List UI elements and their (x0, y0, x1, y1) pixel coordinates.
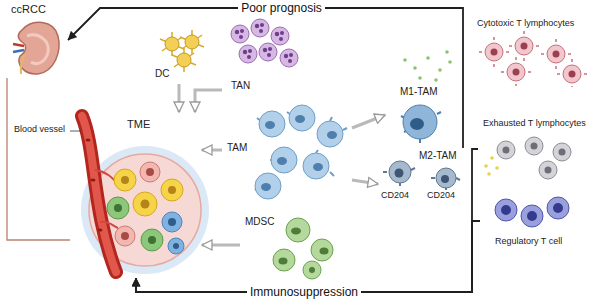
part-label: Blood vessel (13, 124, 66, 135)
cell-group: ccRCC (4, 2, 68, 78)
cell-group: M2-TAM CD204 CD204 (378, 148, 468, 220)
marker-label: CD204 (426, 190, 456, 201)
m1-macrophage-illustration (401, 105, 441, 143)
cell-label: Regulatory T cell (494, 236, 563, 247)
cell-group: DC (150, 28, 208, 84)
cell-group: Cytotoxic T lymphocytes (470, 18, 595, 88)
leader-line (70, 131, 81, 132)
migration-arrow (202, 244, 240, 247)
organ-link-line (7, 78, 70, 240)
kidney-illustration (13, 22, 59, 74)
exhausted-t-cell-illustration (484, 137, 571, 179)
cell-label: Cytotoxic T lymphocytes (476, 18, 575, 29)
cell-group: M1-TAM (385, 84, 455, 146)
cytotoxic-t-cell-illustration (479, 31, 587, 87)
dendritic-cell-illustration (165, 35, 199, 67)
migration-arrow (195, 90, 222, 112)
cell-group: TME (70, 112, 202, 278)
migration-arrow (178, 84, 181, 112)
cell-label: M1-TAM (399, 86, 439, 98)
effect-arrow (136, 149, 478, 292)
cell-group: Regulatory T cell (480, 190, 590, 252)
tumor-microenvironment-illustration (70, 116, 209, 274)
regulatory-t-cell-illustration (495, 197, 569, 227)
m2-macrophage-illustration (383, 161, 460, 190)
effect-arrow (68, 8, 463, 148)
cell-label: TME (126, 118, 151, 131)
cell-label: TAM (226, 142, 248, 154)
neutrophil-illustration (231, 19, 298, 67)
mdsc-illustration (273, 218, 333, 279)
edge-label: Poor prognosis (238, 1, 325, 15)
dendritic-cell-illustration (160, 30, 204, 72)
cell-group: MDSC (240, 210, 340, 282)
cell-label: Exhausted T lymphocytes (482, 118, 587, 129)
cell-group: TAN (222, 18, 302, 96)
macrophage-illustration (255, 105, 347, 199)
edge-label: Immunosuppression (247, 285, 361, 299)
cell-label: DC (154, 68, 170, 80)
cell-label: M2-TAM (418, 150, 458, 162)
cell-label: MDSC (244, 216, 275, 228)
marker-label: CD204 (380, 190, 410, 201)
cell-group: TAM (222, 104, 352, 200)
migration-arrow (202, 149, 222, 152)
cell-group: Exhausted T lymphocytes (478, 118, 590, 180)
effect-arrow (136, 221, 480, 292)
cell-label: ccRCC (10, 3, 47, 16)
migration-arrow (352, 115, 385, 128)
granule-dots (403, 50, 452, 82)
cell-label: TAN (230, 80, 251, 92)
migration-arrow (352, 180, 378, 184)
